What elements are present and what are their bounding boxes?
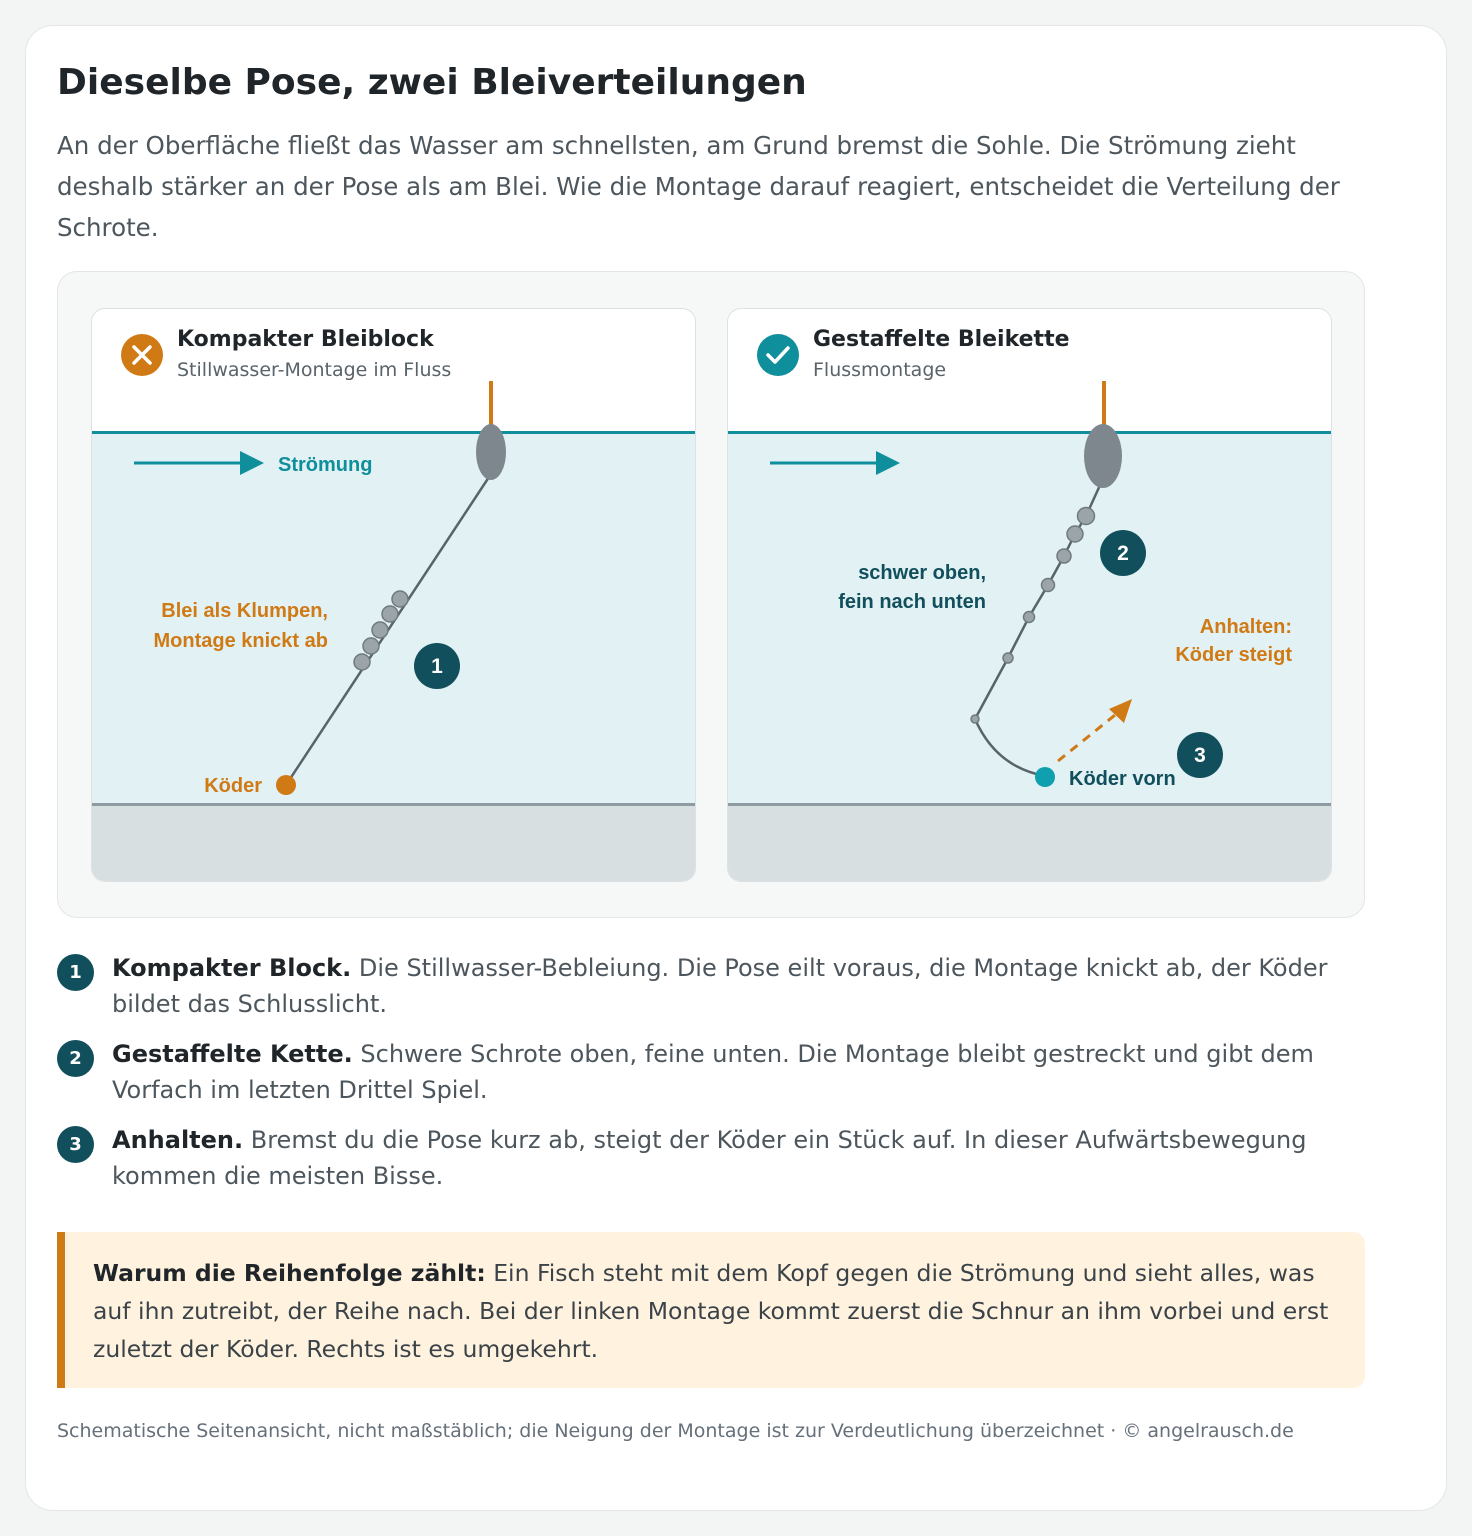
- footer-caption: Schematische Seitenansicht, nicht maßstä…: [57, 1420, 1294, 1442]
- rise-arrow-head: [1109, 699, 1132, 723]
- split-shot: [353, 653, 371, 671]
- chain-label-line1: schwer oben,: [858, 562, 986, 584]
- lead-label-line2: Montage knickt ab: [154, 630, 328, 652]
- lead-label-line1: Blei als Klumpen,: [161, 600, 328, 622]
- split-shot: [1002, 652, 1014, 664]
- split-shot: [970, 714, 980, 724]
- split-shot: [1040, 577, 1056, 593]
- float-body: [476, 424, 506, 480]
- marker-3-label: 3: [1194, 744, 1206, 767]
- note-1: 1 Kompakter Block. Die Stillwasser-Beble…: [57, 950, 1367, 1022]
- note-2-number: 2: [57, 1040, 94, 1077]
- note-3: 3 Anhalten. Bremst du die Pose kurz ab, …: [57, 1122, 1367, 1194]
- current-arrow-head: [876, 451, 900, 475]
- marker-1: [414, 643, 460, 689]
- bait: [1035, 767, 1055, 787]
- chain-label-line2: fein nach unten: [838, 591, 986, 613]
- hooklength: [973, 718, 1046, 778]
- stop-label-line1: Anhalten:: [1200, 616, 1292, 638]
- note-3-text: Bremst du die Pose kurz ab, steigt der K…: [112, 1126, 1307, 1190]
- panel-right-title: Gestaffelte Bleikette: [813, 327, 1070, 352]
- rise-arrow: [1057, 709, 1121, 763]
- note-2: 2 Gestaffelte Kette. Schwere Schrote obe…: [57, 1036, 1367, 1108]
- panel-right-drawing: schwer oben, fein nach unten Anhalten: K…: [728, 334, 1331, 881]
- riverbed: [92, 805, 695, 881]
- split-shot: [362, 637, 380, 655]
- bait-label: Köder: [204, 775, 262, 797]
- split-shot: [371, 621, 389, 639]
- panel-staggered-chain: schwer oben, fein nach unten Anhalten: K…: [727, 308, 1332, 882]
- split-shot: [1056, 548, 1072, 564]
- panel-left-drawing: Strömung Blei als Klumpen, Montage knick…: [92, 334, 695, 881]
- note-1-number: 1: [57, 954, 94, 991]
- note-3-number: 3: [57, 1126, 94, 1163]
- split-shot: [1076, 506, 1096, 526]
- info-callout: Warum die Reihenfolge zählt: Ein Fisch s…: [57, 1232, 1365, 1388]
- check-icon: [766, 346, 790, 364]
- page-title: Dieselbe Pose, zwei Bleiverteilungen: [57, 62, 807, 103]
- note-1-heading: Kompakter Block.: [112, 954, 352, 982]
- split-shot: [1066, 525, 1084, 543]
- check-icon-badge: [757, 334, 799, 376]
- marker-2: [1100, 530, 1146, 576]
- split-shot: [391, 590, 409, 608]
- note-3-heading: Anhalten.: [112, 1126, 244, 1154]
- panel-left-title: Kompakter Bleiblock: [177, 327, 434, 352]
- float-body: [1084, 424, 1122, 488]
- riverbed: [728, 805, 1331, 881]
- panel-compact-lead: Strömung Blei als Klumpen, Montage knick…: [91, 308, 696, 882]
- callout-heading: Warum die Reihenfolge zählt:: [93, 1259, 486, 1287]
- marker-3: [1177, 732, 1223, 778]
- stop-label-line2: Köder steigt: [1175, 644, 1292, 666]
- current-label: Strömung: [278, 454, 372, 476]
- bait-label: Köder vorn: [1069, 768, 1176, 790]
- note-2-heading: Gestaffelte Kette.: [112, 1040, 353, 1068]
- note-2-text: Schwere Schrote oben, feine unten. Die M…: [112, 1040, 1314, 1104]
- callout-text: Ein Fisch steht mit dem Kopf gegen die S…: [93, 1259, 1329, 1363]
- cross-icon: [132, 345, 152, 365]
- note-1-text: Die Stillwasser-Bebleiung. Die Pose eilt…: [112, 954, 1328, 1018]
- panel-right-subtitle: Flussmontage: [813, 359, 947, 381]
- split-shot: [1022, 610, 1036, 624]
- marker-2-label: 2: [1117, 542, 1129, 565]
- diagram-figure: Strömung Blei als Klumpen, Montage knick…: [57, 271, 1365, 918]
- split-shot: [381, 605, 399, 623]
- legend-notes: 1 Kompakter Block. Die Stillwasser-Beble…: [57, 950, 1367, 1194]
- marker-1-label: 1: [431, 655, 443, 678]
- current-arrow-head: [240, 451, 264, 475]
- bait: [276, 775, 296, 795]
- intro-text: An der Oberfläche fließt das Wasser am s…: [57, 131, 1340, 242]
- panel-left-subtitle: Stillwasser-Montage im Fluss: [177, 359, 452, 381]
